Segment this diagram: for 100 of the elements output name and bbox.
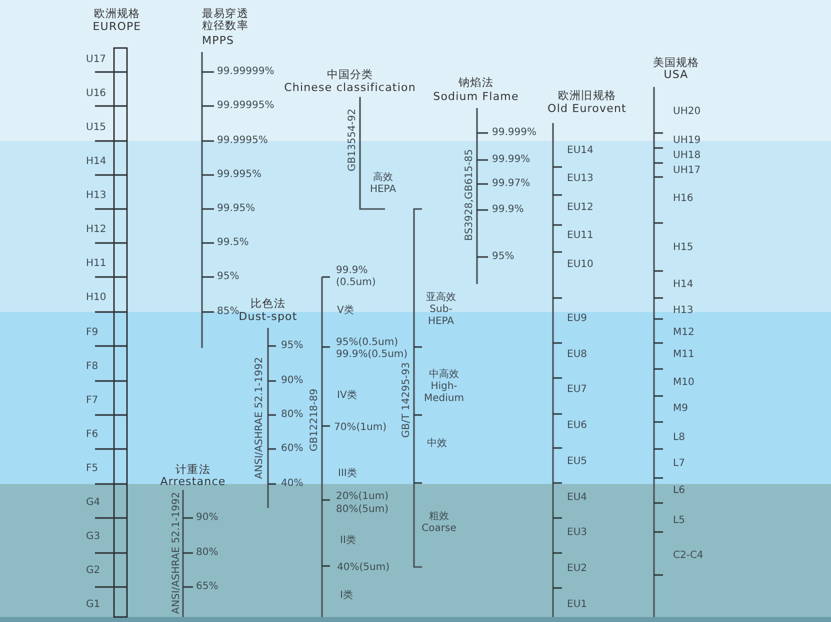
scale-label: 80% — [281, 409, 304, 421]
scale-label: 粗效 — [429, 511, 449, 523]
scale-label: EU6 — [567, 420, 587, 432]
standard-label: GB13554-92 — [347, 108, 359, 172]
scale-label: EU4 — [567, 492, 587, 504]
scale-label: 99.97% — [492, 178, 530, 190]
column-heading: 美国规格 — [652, 57, 700, 69]
scale-label: 20%(1um) — [336, 491, 388, 503]
scale-label: 70%(1um) — [334, 422, 386, 434]
scale-label: 40%(5um) — [337, 562, 390, 574]
scale-label: F5 — [86, 463, 98, 475]
scale-label: H16 — [673, 193, 694, 205]
scale-label: IV类 — [337, 390, 357, 402]
scale-label: F8 — [86, 361, 98, 373]
scale-label: 95% — [492, 251, 514, 263]
scale-label: High- Medium — [423, 381, 465, 405]
scale-label: EU8 — [567, 349, 587, 361]
column-heading: 欧洲规格 — [94, 8, 140, 20]
column-heading: Old Eurovent — [548, 103, 626, 115]
column-heading: USA — [664, 69, 688, 81]
column-heading: 中国分类 — [326, 69, 374, 81]
scale-label: I类 — [340, 590, 353, 602]
column-heading: Sodium Flame — [433, 91, 519, 103]
scale-label: M10 — [673, 377, 694, 389]
scale-label: HEPA — [370, 184, 396, 196]
standard-label: BS3928,GB615-85 — [464, 149, 476, 241]
scale-label: G4 — [86, 497, 100, 509]
scale-label: 中高效 — [429, 369, 459, 381]
scale-label: M11 — [673, 349, 694, 361]
scale-label: H11 — [86, 258, 106, 270]
scale-label: 95%(0.5um) — [336, 337, 398, 349]
scale-label: L6 — [673, 485, 685, 497]
scale-label: 99.9% (0.5um) — [336, 265, 377, 289]
scale-label: 95% — [281, 340, 304, 352]
scale-label: UH18 — [673, 150, 701, 162]
column-heading: Chinese classification — [284, 82, 416, 94]
scale-label: III类 — [338, 468, 357, 480]
standard-label: GB/T 14295-93 — [401, 362, 413, 438]
column-heading: Arrestance — [160, 476, 226, 488]
scale-label: V类 — [337, 305, 354, 317]
scale-label: 80%(5um) — [336, 504, 388, 516]
scale-label: UH20 — [673, 106, 701, 118]
scale-label: 80% — [196, 547, 218, 559]
scale-label: EU13 — [567, 173, 594, 185]
scale-label: 99.9% — [492, 204, 524, 216]
scale-label: EU3 — [567, 527, 587, 539]
scale-label: 99.99995% — [217, 100, 274, 112]
scale-label: EU14 — [567, 145, 594, 157]
scale-label: UH19 — [673, 135, 701, 147]
scale-label: H14 — [86, 156, 106, 168]
scale-label: 99.9%(0.5um) — [336, 349, 408, 361]
column-heading: 比色法 — [250, 298, 286, 310]
scale-label: 99.95% — [217, 203, 256, 215]
scale-label: H13 — [86, 190, 106, 202]
column-heading: 最易穿透粒径数率 — [202, 8, 250, 32]
scale-label: EU2 — [567, 563, 587, 575]
column-heading: 钠焰法 — [458, 77, 494, 89]
scale-label: G2 — [86, 565, 100, 577]
scale-label: Sub- HEPA — [426, 304, 456, 328]
scale-label: H13 — [673, 305, 694, 317]
scale-label: C2-C4 — [673, 550, 704, 562]
scale-label: 99.99999% — [217, 66, 274, 78]
scale-label: L7 — [673, 458, 685, 470]
scale-label: 高效 — [373, 172, 393, 184]
scale-label: II类 — [340, 535, 356, 547]
standard-label: GB12218-89 — [309, 388, 321, 452]
scale-label: 99.99% — [492, 154, 530, 166]
scale-label: G1 — [86, 599, 100, 611]
scale-label: 99.999% — [492, 127, 536, 139]
scale-label: H14 — [673, 279, 694, 291]
scale-label: EU5 — [567, 456, 587, 468]
scale-label: EU7 — [567, 384, 587, 396]
scale-label: U15 — [86, 122, 106, 134]
scale-label: U16 — [86, 88, 106, 100]
column-heading: MPPS — [202, 35, 234, 47]
scale-label: EU10 — [567, 259, 594, 271]
scale-label: 99.5% — [217, 237, 249, 249]
scale-label: 90% — [281, 375, 304, 387]
scale-label: 40% — [281, 478, 304, 490]
scale-label: EU11 — [567, 230, 594, 242]
scale-label: EU12 — [567, 202, 594, 214]
scale-label: L8 — [673, 432, 685, 444]
scale-label: 85% — [217, 306, 240, 318]
scale-label: U17 — [86, 54, 106, 66]
scale-label: 99.995% — [217, 169, 262, 181]
scale-label: L5 — [673, 515, 685, 527]
standard-label: ANSI/ASHRAE 52.1-1992 — [254, 357, 266, 479]
scale-label: H10 — [86, 292, 106, 304]
column-heading: 计重法 — [176, 464, 210, 476]
scale-label: 亚高效 — [426, 292, 456, 304]
scale-label: 65% — [196, 581, 218, 593]
scale-label: M12 — [673, 327, 694, 339]
scale-label: UH17 — [673, 165, 701, 177]
scale-label: G3 — [86, 531, 100, 543]
column-heading: Dust-spot — [238, 311, 298, 323]
scale-label: F9 — [86, 327, 98, 339]
scale-label: F7 — [86, 395, 98, 407]
scale-label: 60% — [281, 443, 304, 455]
scale-label: 95% — [217, 271, 240, 283]
scale-label: EU9 — [567, 313, 587, 325]
